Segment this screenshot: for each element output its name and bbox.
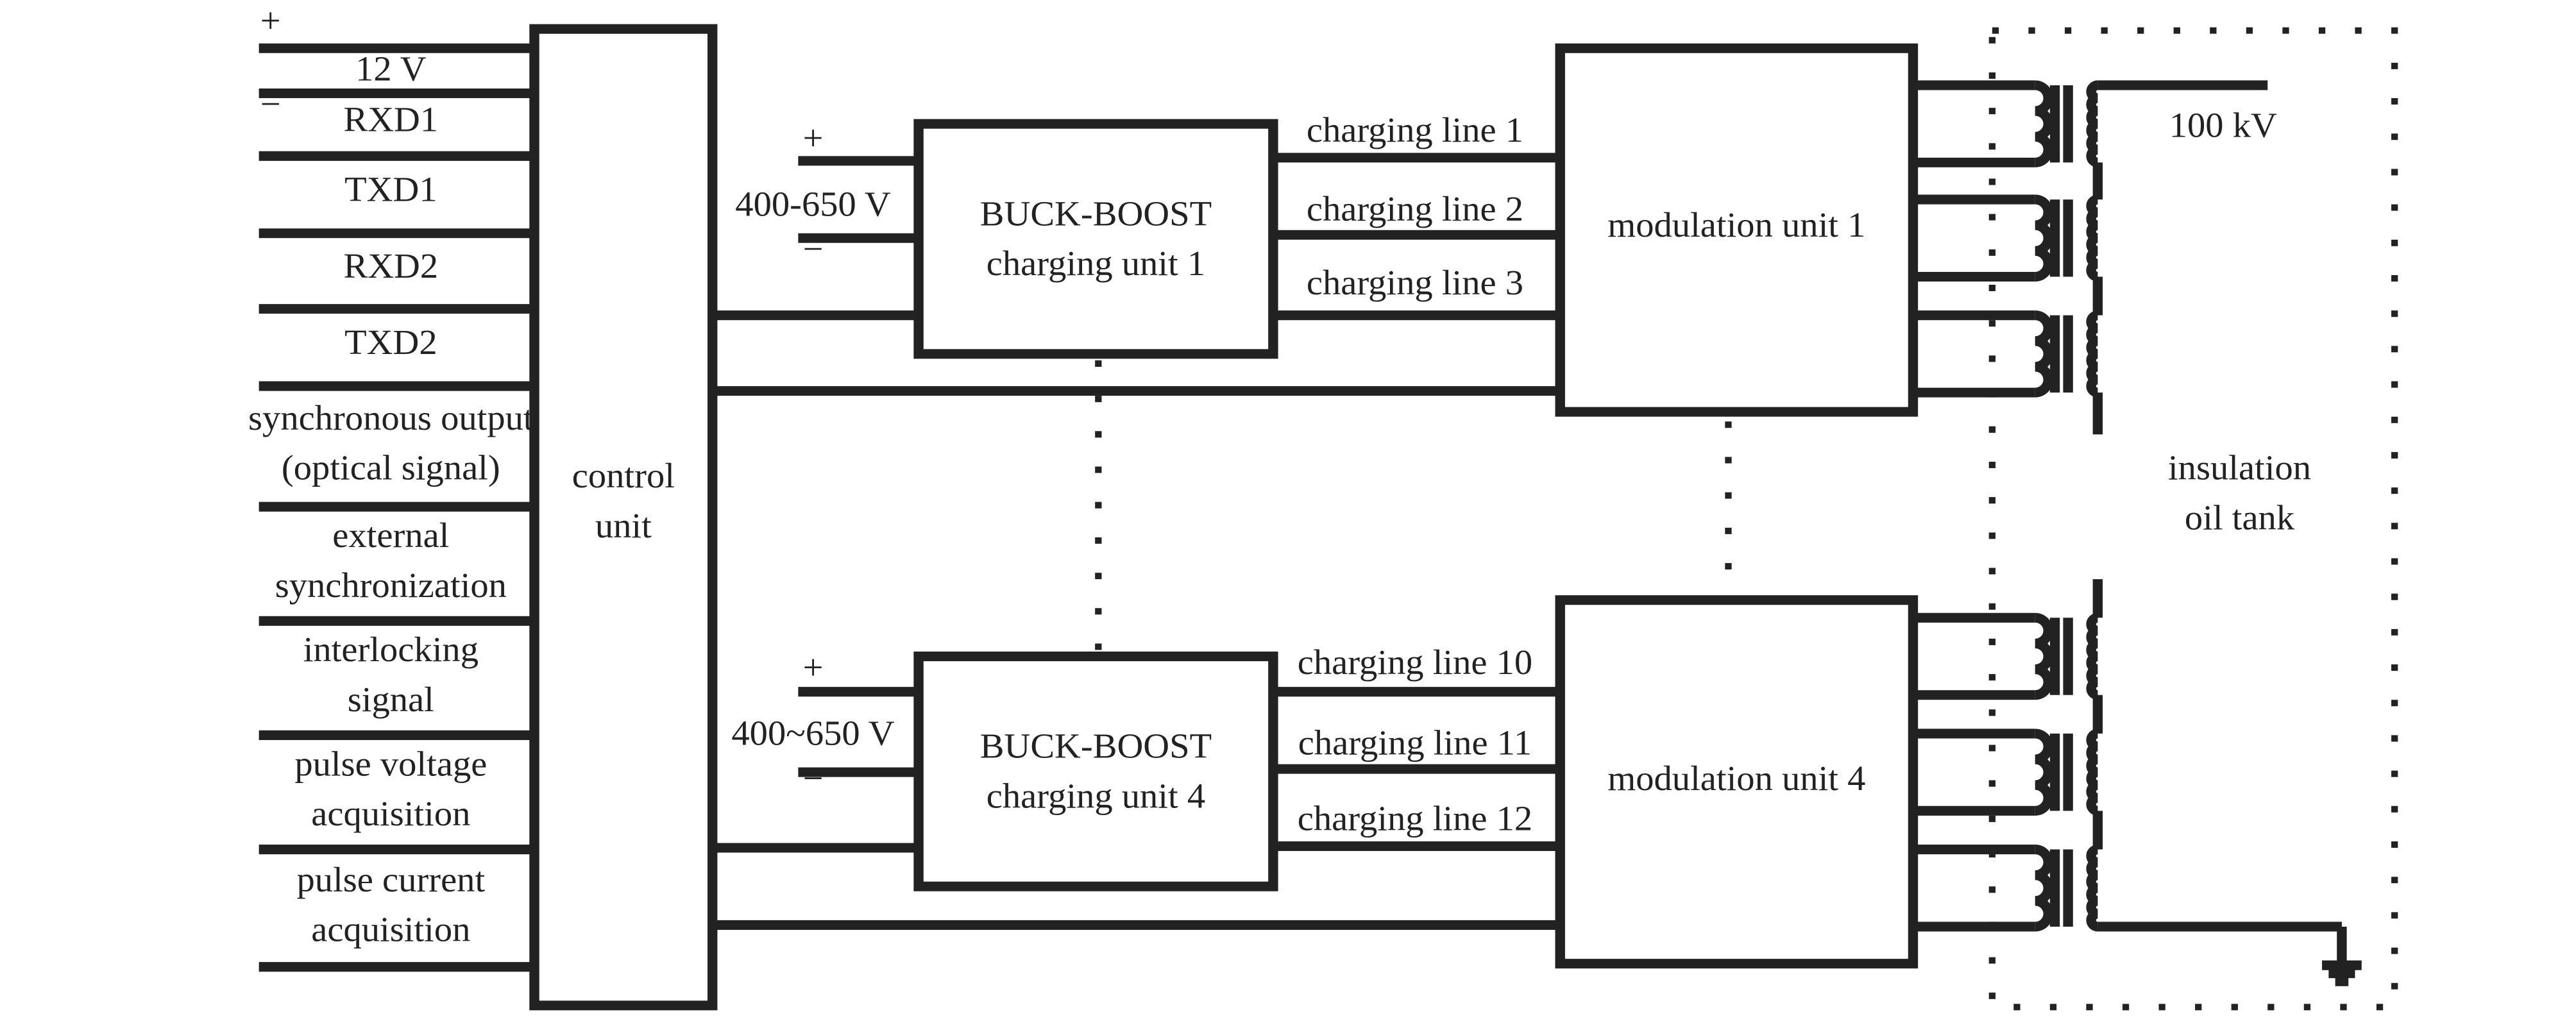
charger-1-label-line-2: charging unit 1 — [987, 244, 1205, 283]
charger-2-charging-line-label-2: charging line 11 — [1298, 723, 1532, 763]
modulator-1-box — [1555, 43, 1919, 417]
charger-1-label-line-1: BUCK-BOOST — [980, 194, 1212, 233]
secondary-2-coil — [2086, 194, 2099, 282]
charger-1-voltage-label: 400-650 V — [735, 185, 890, 224]
supply-voltage-label: 12 V — [355, 49, 427, 88]
charger-2-box — [913, 651, 1278, 891]
charger-2-label-line-2: charging unit 4 — [987, 777, 1205, 816]
input-label-9-line-2: acquisition — [311, 910, 470, 949]
charger-2-label-line-1: BUCK-BOOST — [980, 727, 1212, 766]
oil-tank-label-line-2: oil tank — [2185, 498, 2294, 537]
input-label-6-line-2: synchronization — [275, 566, 507, 605]
primary-2-coil — [2035, 194, 2053, 282]
control-unit-box — [529, 24, 718, 1011]
hv-output-label: 100 kV — [2169, 106, 2277, 145]
charger-1-minus-sign: − — [803, 230, 824, 269]
input-label-5-line-2: (optical signal) — [282, 448, 500, 487]
control-unit-label-line-2: unit — [595, 507, 652, 546]
input-label-8-line-2: acquisition — [311, 795, 470, 834]
input-label-7-line-1: interlocking — [303, 630, 479, 670]
input-label-9-line-1: pulse current — [297, 861, 486, 900]
supply-minus-sign: − — [260, 85, 281, 124]
input-label-8-line-1: pulse voltage — [294, 745, 487, 784]
charger-1-charging-line-label-2: charging line 2 — [1307, 189, 1523, 228]
input-label-7-line-2: signal — [348, 680, 434, 720]
secondary-4-coil — [2086, 612, 2099, 700]
input-label-4: TXD2 — [344, 323, 437, 362]
charger-2-plus-sign: + — [803, 648, 824, 687]
primary-4-coil — [2035, 612, 2053, 700]
modulator-1-label: modulation unit 1 — [1607, 205, 1865, 244]
modulator-2-label: modulation unit 4 — [1607, 759, 1865, 798]
primary-3-coil — [2035, 310, 2053, 398]
input-label-6-line-1: external — [332, 516, 449, 555]
primary-5-coil — [2035, 729, 2053, 816]
input-label-3: RXD2 — [343, 246, 438, 285]
charger-1-charging-line-label-1: charging line 1 — [1307, 110, 1523, 149]
input-label-5-line-1: synchronous output — [248, 399, 534, 438]
charger-2-charging-line-label-3: charging line 12 — [1298, 799, 1533, 838]
supply-plus-sign: + — [260, 1, 281, 40]
secondary-5-coil — [2086, 729, 2099, 816]
secondary-6-coil — [2086, 845, 2099, 932]
input-label-1: RXD1 — [343, 100, 438, 139]
modulator-2-box — [1555, 595, 1919, 969]
charger-1-charging-line-label-3: charging line 3 — [1307, 264, 1523, 303]
oil-tank-label-line-1: insulation — [2168, 448, 2311, 487]
secondary-1-coil — [2086, 80, 2099, 167]
control-unit-label-line-1: control — [572, 457, 675, 496]
secondary-3-coil — [2086, 310, 2099, 398]
charger-1-plus-sign: + — [803, 119, 824, 158]
primary-1-coil — [2035, 80, 2053, 167]
primary-6-coil — [2035, 845, 2053, 932]
charger-2-voltage-label: 400~650 V — [731, 714, 894, 753]
input-label-2: TXD1 — [344, 170, 437, 209]
charger-1-box — [913, 119, 1278, 359]
charger-2-charging-line-label-1: charging line 10 — [1298, 643, 1533, 682]
charger-2-minus-sign: − — [803, 759, 824, 798]
